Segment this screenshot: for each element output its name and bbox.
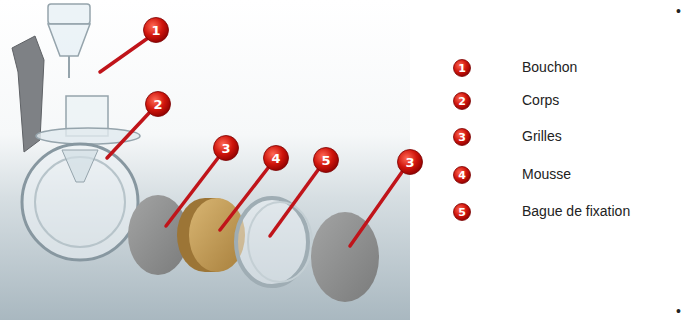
- callout-number: 3: [397, 149, 423, 175]
- leader-line: [350, 172, 402, 246]
- callout-disc: [454, 204, 471, 221]
- callout-number: 4: [263, 145, 289, 171]
- fixing-ring: [236, 198, 308, 286]
- leader-line: [107, 112, 150, 158]
- callout-number-text: 3: [453, 128, 471, 146]
- part-name: Bouchon: [522, 60, 577, 75]
- bullet-mark: •: [676, 4, 681, 19]
- callout-disc: [454, 60, 471, 77]
- callout-disc: [146, 92, 171, 117]
- callout-number-text: 1: [453, 59, 471, 77]
- callout-disc: [214, 136, 239, 161]
- leader-line: [220, 168, 268, 230]
- leader-line: [100, 38, 148, 72]
- callout-number: 3: [213, 135, 239, 161]
- cap-cone: [48, 24, 90, 56]
- leader-line: [270, 170, 318, 236]
- fixing-ring-inner: [248, 202, 312, 282]
- callout-number-text: 3: [397, 149, 423, 175]
- callout-disc: [454, 93, 471, 110]
- callout-number-text: 1: [143, 17, 169, 43]
- callout-number-text: 4: [263, 145, 289, 171]
- callout-number: 5: [313, 147, 339, 173]
- cap-top: [48, 4, 90, 24]
- cap-tip: [68, 56, 70, 78]
- leader-line: [166, 158, 218, 226]
- part-name: Grilles: [522, 129, 562, 144]
- callout-number-text: 3: [213, 135, 239, 161]
- callout-disc: [264, 146, 289, 171]
- part-name: Corps: [522, 93, 559, 108]
- callout-number-text: 5: [453, 203, 471, 221]
- callout-number: 4: [453, 166, 471, 184]
- callout-number-text: 4: [453, 166, 471, 184]
- body-ring: [22, 144, 138, 260]
- part-name: Bague de fixation: [522, 204, 630, 219]
- callout-number-text: 2: [145, 91, 171, 117]
- backdrop: [0, 0, 410, 320]
- callout-number: 2: [453, 92, 471, 110]
- callout-disc: [144, 18, 169, 43]
- bullet-mark: •: [676, 304, 681, 319]
- callout-number: 1: [143, 17, 169, 43]
- callout-number-text: 5: [313, 147, 339, 173]
- grid: [311, 212, 379, 302]
- callout-number: 5: [453, 203, 471, 221]
- callout-disc: [398, 150, 423, 175]
- callout-number: 2: [145, 91, 171, 117]
- callout-disc: [454, 129, 471, 146]
- callout-number: 3: [453, 128, 471, 146]
- part-name: Mousse: [522, 167, 571, 182]
- body-funnel: [62, 150, 98, 182]
- callout-disc: [454, 167, 471, 184]
- callout-number: 1: [453, 59, 471, 77]
- callout-number-text: 2: [453, 92, 471, 110]
- callout-disc: [314, 148, 339, 173]
